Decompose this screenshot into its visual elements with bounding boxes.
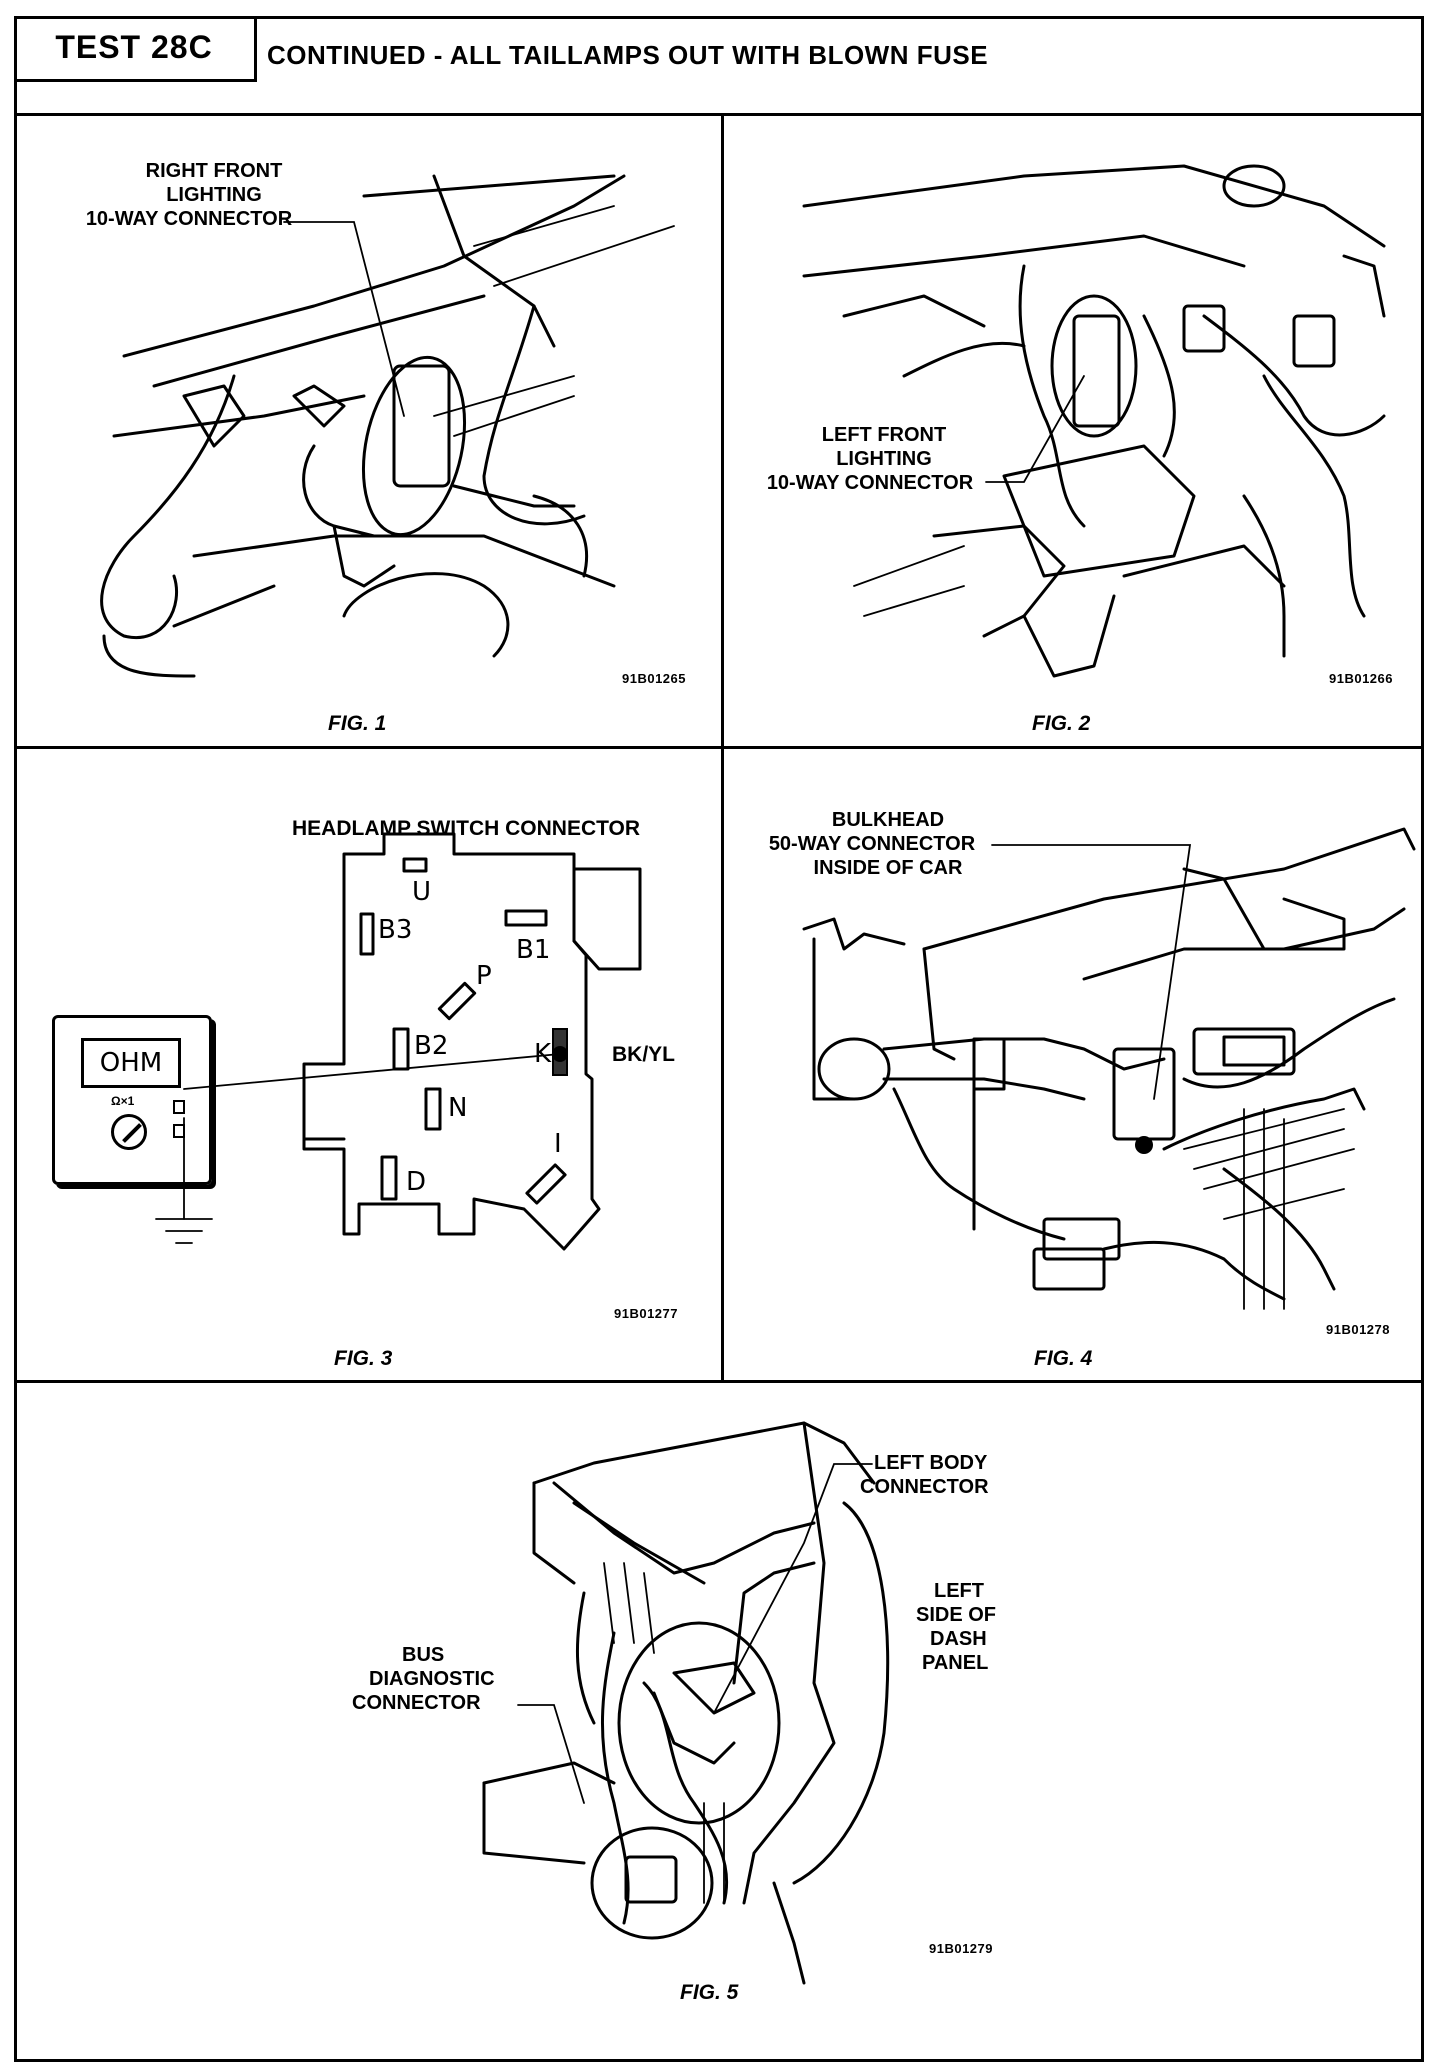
fig3-diagram [155, 832, 642, 1251]
pin-label-U: U [412, 877, 432, 907]
ohmmeter-display-text: OHM [99, 1048, 163, 1078]
fig2-caption: FIG. 2 [1032, 712, 1091, 735]
pin-B1 [504, 909, 548, 927]
fig5-callout-left-body-line1: LEFT BODY [874, 1452, 988, 1474]
ohmmeter-dial[interactable] [111, 1114, 147, 1150]
figure-4-panel: BULKHEAD 50-WAY CONNECTOR INSIDE OF CAR … [724, 749, 1424, 1380]
fig5-image-code: 91B01279 [929, 1941, 993, 1956]
ohmmeter: OHM Ω×1 [52, 1015, 212, 1185]
ground-symbol [155, 1218, 213, 1244]
pin-I [525, 1163, 567, 1205]
pin-U [402, 857, 428, 873]
meter-lead-to-pin-K [183, 1053, 561, 1090]
fig2-callout-line3: 10-WAY CONNECTOR [766, 472, 974, 494]
figure-3-panel: HEADLAMP SWITCH CONNECTOR OHM Ω×1 [14, 749, 721, 1380]
fig5-callout-bus-line1: BUS [402, 1644, 445, 1666]
fig3-image-code: 91B01277 [614, 1306, 678, 1321]
pin-label-K: K [534, 1039, 552, 1069]
pin-label-B3: B3 [378, 915, 413, 945]
fig4-callout-line3: INSIDE OF CAR [813, 857, 963, 879]
pin-B3 [359, 912, 375, 956]
fig5-callout-dash-line4: PANEL [922, 1652, 989, 1674]
fig5-callout-bus-line3: CONNECTOR [352, 1692, 481, 1714]
fig3-title: HEADLAMP SWITCH CONNECTOR [292, 817, 641, 840]
fig2-callout-line1: LEFT FRONT [821, 424, 947, 446]
switch-connector-outline [302, 832, 601, 1251]
fig4-callout-line1: BULKHEAD [831, 809, 945, 831]
test-id-box: TEST 28C [14, 16, 257, 82]
fig1-caption: FIG. 1 [328, 712, 387, 735]
fig1-illustration [100, 174, 675, 678]
grid-divider-row2 [14, 1380, 1424, 1383]
pin-label-D: D [406, 1167, 427, 1197]
ohmmeter-jack-positive[interactable] [173, 1100, 185, 1114]
fig5-caption: FIG. 5 [680, 1981, 739, 2004]
ohmmeter-display: OHM [81, 1038, 181, 1088]
fig2-illustration [802, 164, 1386, 678]
wire-color-label: BK/YL [612, 1043, 675, 1066]
pin-label-B2: B2 [414, 1031, 449, 1061]
fig2-image-code: 91B01266 [1329, 671, 1393, 686]
pin-label-N: N [448, 1093, 468, 1123]
fig1-callout-line3: 10-WAY CONNECTOR [85, 208, 293, 230]
fig1-callout-line1: RIGHT FRONT [145, 160, 283, 182]
fig5-illustration [482, 1421, 890, 1985]
fig1-image-code: 91B01265 [622, 671, 686, 686]
fig5-callout-bus-line2: DIAGNOSTIC [369, 1668, 495, 1690]
fig5-callout-left-body-line2: CONNECTOR [860, 1476, 989, 1498]
header-row [14, 16, 1424, 116]
fig3-caption: FIG. 3 [334, 1347, 393, 1370]
figure-5-panel: LEFT BODY CONNECTOR BUS DIAGNOSTIC CONNE… [14, 1383, 1424, 2024]
fig4-image-code: 91B01278 [1326, 1322, 1390, 1337]
fig4-callout-line2: 50-WAY CONNECTOR [768, 833, 976, 855]
pin-D [380, 1155, 398, 1201]
figure-2-panel: LEFT FRONT LIGHTING 10-WAY CONNECTOR 91B… [724, 116, 1424, 746]
fig5-callout-dash-line3: DASH [930, 1628, 987, 1650]
page-title: CONTINUED - ALL TAILLAMPS OUT WITH BLOWN… [267, 40, 989, 70]
pin-N [424, 1087, 442, 1131]
fig4-caption: FIG. 4 [1034, 1347, 1093, 1370]
grid-divider-row1 [14, 746, 1424, 749]
fig5-callout-dash-line1: LEFT [934, 1580, 984, 1602]
fig4-illustration [802, 827, 1416, 1310]
pin-P [437, 981, 477, 1021]
fig1-callout-line2: LIGHTING [166, 184, 262, 206]
ohmmeter-range-label: Ω×1 [111, 1094, 135, 1108]
pin-label-I: I [554, 1129, 562, 1159]
pin-label-P: P [476, 961, 492, 991]
fig5-callout-dash-line2: SIDE OF [916, 1604, 997, 1626]
fig2-callout-line2: LIGHTING [836, 448, 932, 470]
figure-1-panel: RIGHT FRONT LIGHTING 10-WAY CONNECTOR 91… [14, 116, 721, 746]
pin-B2 [392, 1027, 410, 1071]
pin-label-B1: B1 [516, 935, 551, 965]
